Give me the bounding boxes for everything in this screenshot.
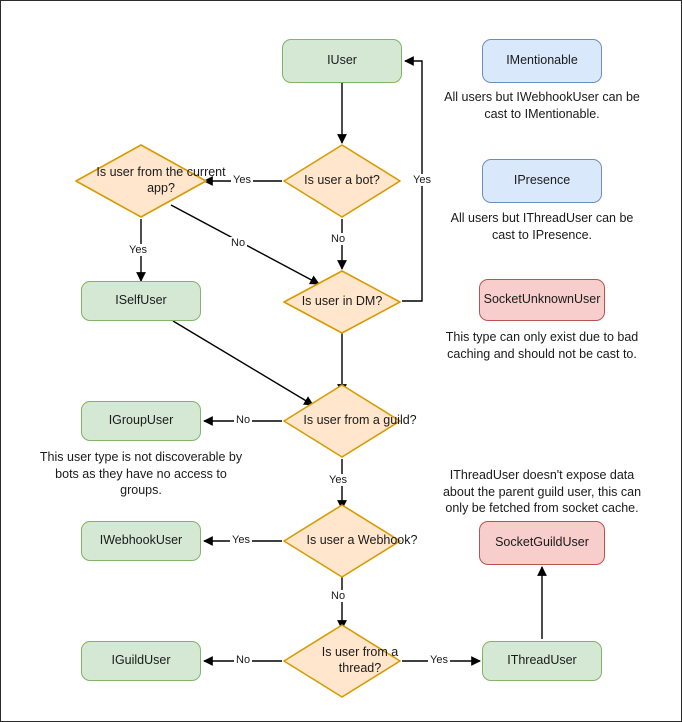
edge-label-thread-no: No xyxy=(234,654,253,666)
edge-label-webhook-yes: Yes xyxy=(230,534,252,546)
node-iguilduser[interactable]: IGuildUser xyxy=(81,641,201,681)
node-is-user-from-a-thread[interactable]: Is user from a thread? xyxy=(282,623,402,699)
note-imentionable: All users but IWebhookUser can be cast t… xyxy=(439,89,645,122)
node-iguilduser-label: IGuildUser xyxy=(111,653,171,668)
node-ipresence-label: IPresence xyxy=(513,173,571,188)
node-is-user-a-bot-label: Is user a bot? xyxy=(304,173,380,188)
node-ithreaduser[interactable]: IThreadUser xyxy=(482,641,602,681)
node-iuser[interactable]: IUser xyxy=(282,39,402,83)
edge-label-webhook-no: No xyxy=(329,590,348,602)
edge-label-bot-yes: Yes xyxy=(231,174,253,186)
node-socketguilduser[interactable]: SocketGuildUser xyxy=(479,521,605,565)
node-socketunknownuser-label: SocketUnknownUser xyxy=(483,292,601,307)
node-imentionable[interactable]: IMentionable xyxy=(482,39,602,83)
node-iwebhookuser[interactable]: IWebhookUser xyxy=(81,521,201,561)
note-igroupuser: This user type is not discoverable by bo… xyxy=(37,449,245,499)
diamond-shape-is-user-a-bot xyxy=(283,144,401,218)
edge-label-guild-no: No xyxy=(234,414,253,426)
node-socketunknownuser[interactable]: SocketUnknownUser xyxy=(479,279,605,321)
edge-label-dm-yes: Yes xyxy=(411,174,433,186)
node-is-user-a-webhook-label: Is user a Webhook? xyxy=(306,533,418,548)
node-iuser-label: IUser xyxy=(327,53,357,68)
note-ipresence-text: All users but IThreadUser can be cast to… xyxy=(450,211,634,242)
edge-label-app-no: No xyxy=(229,237,248,249)
node-is-user-from-a-thread-label: Is user from a thread? xyxy=(321,645,399,675)
node-is-user-a-bot[interactable]: Is user a bot? xyxy=(282,143,402,219)
edge-label-guild-yes: Yes xyxy=(327,474,349,486)
node-is-user-from-a-guild[interactable]: Is user from a guild? xyxy=(282,383,417,459)
node-socketguilduser-label: SocketGuildUser xyxy=(495,535,589,550)
node-imentionable-label: IMentionable xyxy=(506,53,578,68)
node-iselfuser[interactable]: ISelfUser xyxy=(81,281,201,321)
note-imentionable-text: All users but IWebhookUser can be cast t… xyxy=(444,90,640,121)
node-is-user-from-a-guild-label: Is user from a guild? xyxy=(303,413,417,428)
note-igroupuser-text: This user type is not discoverable by bo… xyxy=(39,450,243,497)
edge-label-app-yes: Yes xyxy=(127,244,149,256)
node-iwebhookuser-label: IWebhookUser xyxy=(99,533,183,548)
note-ithreaduser-text: IThreadUser doesn't expose data about th… xyxy=(442,468,642,515)
node-iselfuser-label: ISelfUser xyxy=(115,293,167,308)
node-igroupuser-label: IGroupUser xyxy=(108,413,174,428)
edge-label-thread-yes: Yes xyxy=(428,654,450,666)
node-is-user-a-webhook[interactable]: Is user a Webhook? xyxy=(282,503,417,579)
node-ithreaduser-label: IThreadUser xyxy=(507,653,577,668)
node-ipresence[interactable]: IPresence xyxy=(482,159,602,203)
diamond-shape-is-user-from-a-thread xyxy=(283,624,401,698)
note-socketunknownuser-text: This type can only exist due to bad cach… xyxy=(445,330,639,361)
diamond-shape-is-user-from-current-app xyxy=(75,144,207,218)
note-socketunknownuser: This type can only exist due to bad cach… xyxy=(437,329,647,362)
node-igroupuser[interactable]: IGroupUser xyxy=(81,401,201,441)
edge-label-bot-no: No xyxy=(329,233,348,245)
note-ithreaduser: IThreadUser doesn't expose data about th… xyxy=(433,467,651,517)
node-is-user-from-current-app-label: Is user from the current app? xyxy=(96,165,226,195)
node-is-user-in-dm[interactable]: Is user in DM? xyxy=(282,269,402,335)
node-is-user-from-current-app[interactable]: Is user from the current app? xyxy=(74,143,226,219)
note-ipresence: All users but IThreadUser can be cast to… xyxy=(439,210,645,243)
node-is-user-in-dm-label: Is user in DM? xyxy=(301,294,383,309)
